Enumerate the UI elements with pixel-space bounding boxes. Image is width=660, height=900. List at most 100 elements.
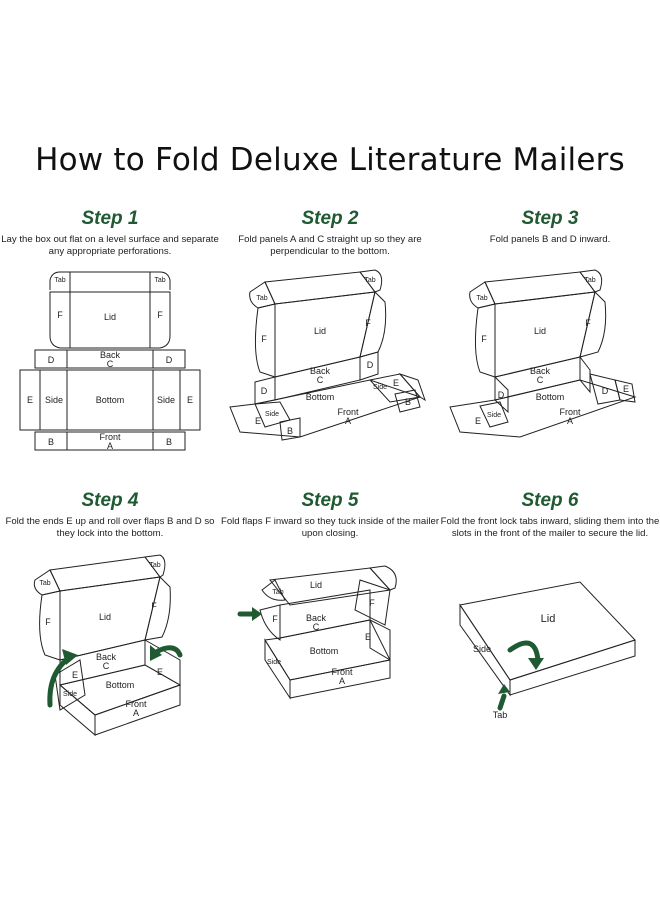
tab-flap-right [368,565,397,591]
step-2-heading: Step 2 [301,208,359,229]
step-3-diagram: Tab Tab Lid F F Back C D Bottom Side D E… [449,269,637,438]
lid-label: Lid [314,326,326,336]
side-panel-left [479,401,509,428]
step-6-diagram: Lid Side Tab [459,581,636,720]
tab-label: Tab [54,277,65,284]
c-label: C [317,375,324,385]
front-label: Front [125,699,147,709]
b-label: B [166,437,172,447]
f-flap-right [359,291,387,358]
d-label: D [166,355,173,365]
b-flap-left [279,417,301,441]
arrow-head-icon [528,658,544,670]
d-label: D [261,386,268,396]
bottom-label: Bottom [310,646,339,656]
back-label: Back [310,366,331,376]
e-label: E [187,395,193,405]
step-2-diagram: Tab Tab Lid F F Back C D D Bottom Side S… [229,269,426,441]
f-label: F [369,598,375,608]
step-4-description: Fold the ends E up and roll over flaps B… [5,516,215,539]
side-label: Side [473,644,491,654]
f-flap-right [144,576,171,641]
lid-label: Lid [99,612,111,622]
c-label: C [313,622,320,632]
f-label: F [57,310,63,320]
e-flap-left [54,659,86,711]
e-label: E [157,667,163,677]
f-label: F [45,617,51,627]
f-label: F [585,318,591,328]
step-5-description: Fold flaps F inward so they tuck inside … [220,516,440,539]
step-1-description: Lay the box out flat on a level surface … [1,234,219,257]
step-5-diagram: Tab Lid F F Back C E Bottom Side Front A [237,565,397,700]
side-label: Side [63,691,77,698]
e-flap-right [614,379,636,403]
tab-flap-right [359,269,383,293]
d-label: D [367,360,374,370]
f-flap-left [39,590,61,661]
step-4-diagram: Tab Tab Lid F F Back C E E Bottom Side F… [33,554,183,737]
side-label: Side [373,384,387,391]
f-flap-right [149,291,171,349]
front-label: Front [337,407,359,417]
tab-flap-right [579,269,603,293]
f-label: F [261,334,267,344]
e-label: E [72,670,78,680]
bottom-label: Bottom [106,680,135,690]
front-panel [509,639,636,696]
b-label: B [287,426,293,436]
front-panel [94,684,181,736]
step-3-description: Fold panels B and D inward. [489,234,611,245]
tab-label: Tab [476,295,487,302]
back-label: Back [530,366,551,376]
front-label: Front [559,407,581,417]
curved-arrow-icon [155,645,183,658]
side-label: Side [487,412,501,419]
step-6-heading: Step 6 [521,490,579,511]
d-label: D [498,390,505,400]
d-flap-left [494,375,509,414]
step-2-description: Fold panels A and C straight up so they … [238,234,422,257]
curved-arrow-icon [507,640,541,663]
side-panel-left [264,638,291,700]
lid-top-panel [49,556,161,592]
tab-label: Tab [256,295,267,302]
e-label: E [27,395,33,405]
step-6-description: Fold the front lock tabs inward, sliding… [440,516,660,539]
tab-label: Tab [149,562,160,569]
lid-panel [459,581,636,681]
e-label: E [365,632,371,642]
arrow-head-icon [498,684,510,694]
d-label: D [48,355,55,365]
c-label: C [537,375,544,385]
d-flap-right [152,349,186,369]
side-label: Side [45,395,63,405]
f-flap-left [254,303,276,378]
tab-arrow-icon [497,693,507,711]
e-label: E [623,384,629,394]
step-4-heading: Step 4 [81,490,139,511]
side-label: Side [265,411,279,418]
arrow-head-icon [62,649,78,665]
back-label: Back [100,350,121,360]
tab-label: Tab [154,277,165,284]
c-label: C [103,661,110,671]
tab-label: Tab [272,589,283,596]
bottom-panel [449,379,637,438]
tab-label: Tab [364,277,375,284]
f-flap-left [259,604,281,641]
front-label: Front [99,432,121,442]
e-label: E [255,416,261,426]
f-label: F [272,614,278,624]
tab-flap-left [49,271,71,290]
step-3-heading: Step 3 [521,208,579,229]
step-5-heading: Step 5 [301,490,359,511]
lid-label: Lid [310,580,322,590]
f-label: F [157,310,163,320]
bottom-label: Bottom [536,392,565,402]
bottom-label: Bottom [306,392,335,402]
arrow-head-icon [150,645,162,661]
side-label: Side [267,659,281,666]
page-title: How to Fold Deluxe Literature Mailers [35,142,625,178]
d-flap-right [359,351,379,381]
